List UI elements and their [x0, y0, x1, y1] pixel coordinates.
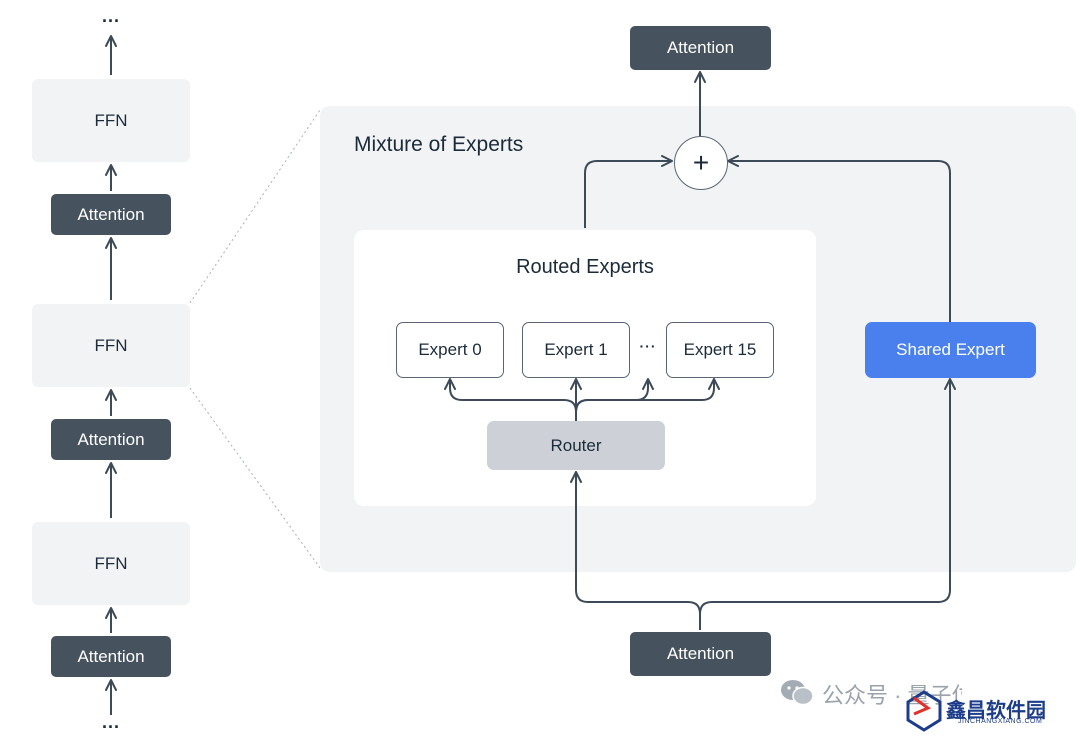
line-routed-to-plus — [584, 155, 673, 228]
bottom-attention-block: Attention — [630, 632, 771, 676]
wechat-icon — [781, 680, 814, 706]
attention-block-3: Attention — [51, 636, 171, 677]
router-block: Router — [487, 421, 665, 470]
shared-expert-block: Shared Expert — [865, 322, 1036, 378]
site-logo-subtext: JINCHANGXIANG.COM — [958, 718, 1043, 725]
attention-block-1: Attention — [51, 194, 171, 235]
zoom-line-top — [189, 109, 321, 304]
attention-block-2: Attention — [51, 419, 171, 460]
ffn-block-2: FFN — [32, 304, 190, 387]
watermark: 公众号 · 量子位 鑫昌软件园 JINCHANGXIANG.COM — [780, 672, 1076, 734]
sum-node: + — [674, 136, 728, 190]
bottom-ellipsis: ... — [101, 712, 120, 732]
site-logo-icon — [906, 690, 942, 732]
top-attention-block: Attention — [630, 26, 771, 70]
zoom-line-bottom — [189, 387, 321, 569]
experts-ellipsis: ··· — [639, 338, 657, 354]
line-to-shared-expert — [699, 378, 956, 615]
line-router-to-expert-0 — [444, 378, 577, 413]
line-shared-to-plus — [727, 155, 951, 322]
ffn-block-3: FFN — [32, 522, 190, 605]
site-logo-text: 鑫昌软件园 — [946, 700, 1046, 722]
expert-15: Expert 15 — [666, 322, 774, 378]
top-ellipsis: ... — [101, 6, 120, 26]
expert-0: Expert 0 — [396, 322, 504, 378]
expert-1: Expert 1 — [522, 322, 630, 378]
ffn-block-1: FFN — [32, 79, 190, 162]
routed-experts-title: Routed Experts — [516, 256, 654, 278]
line-router-to-ellipsis — [575, 378, 654, 413]
line-to-router — [570, 471, 701, 615]
line-router-to-expert-15 — [575, 378, 720, 413]
moe-title: Mixture of Experts — [354, 133, 524, 156]
